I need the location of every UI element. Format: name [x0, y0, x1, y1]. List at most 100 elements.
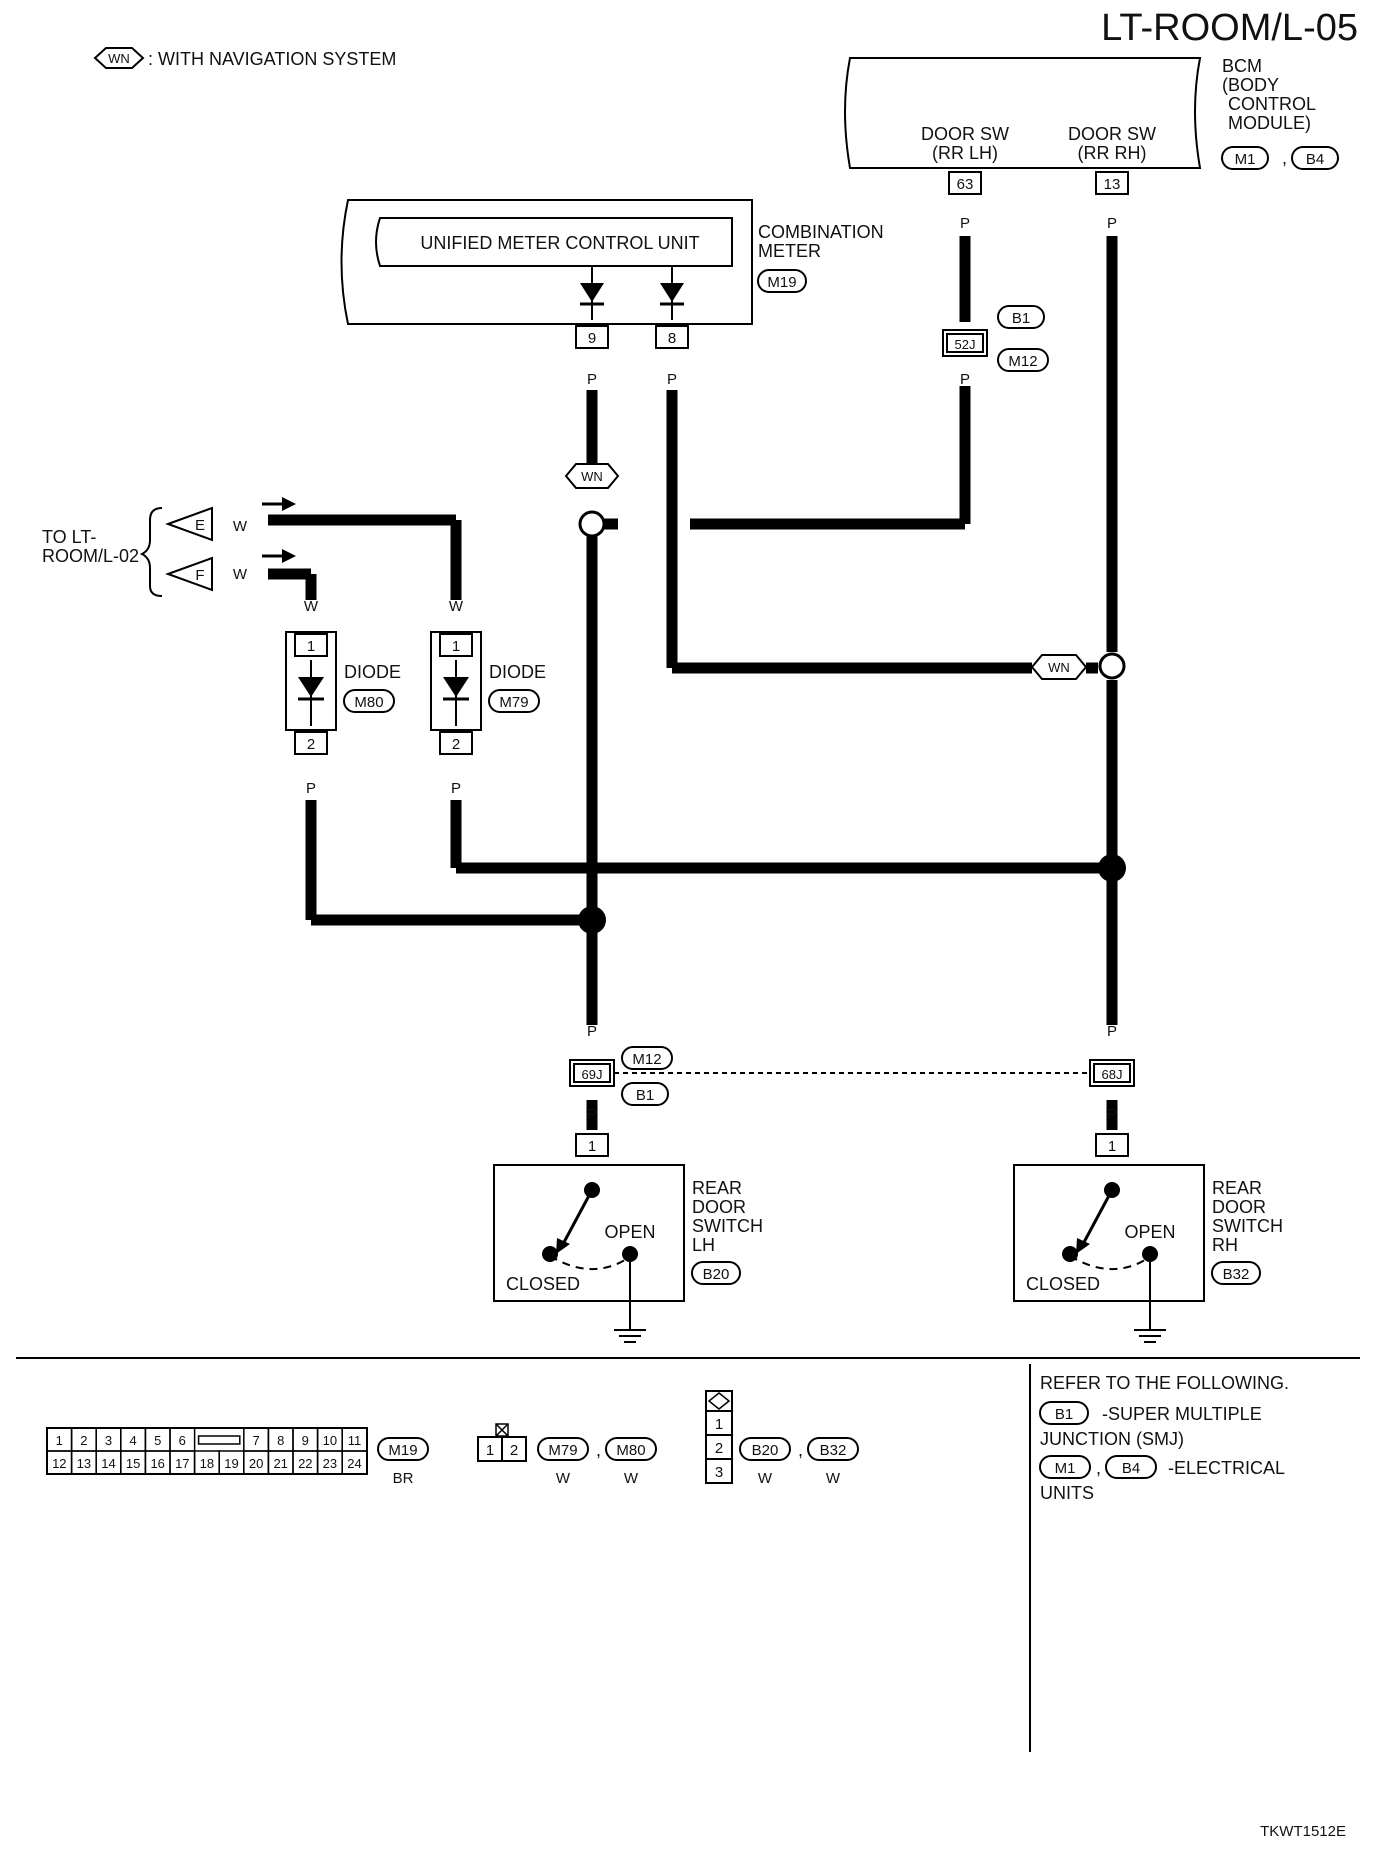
svg-text:B1: B1 [1055, 1406, 1073, 1423]
m19-pin: 11 [348, 1433, 362, 1448]
m19-pin: 17 [175, 1456, 189, 1471]
svg-text:B32: B32 [1223, 1266, 1250, 1283]
svg-text:2: 2 [452, 736, 460, 753]
m19-pin: 6 [179, 1433, 186, 1448]
m19-pin: 2 [80, 1433, 87, 1448]
svg-text:M1: M1 [1235, 151, 1256, 168]
combination-meter: UNIFIED METER CONTROL UNIT COMBINATION M… [340, 199, 884, 349]
m19-pin: 13 [77, 1456, 91, 1471]
svg-text:MODULE): MODULE) [1228, 113, 1311, 133]
svg-text:1: 1 [1108, 1138, 1116, 1155]
svg-text:W: W [826, 1470, 841, 1487]
splice-rh [1098, 854, 1126, 882]
svg-text:(BODY: (BODY [1222, 75, 1279, 95]
svg-text:(RR LH): (RR LH) [932, 143, 998, 163]
svg-text:JUNCTION (SMJ): JUNCTION (SMJ) [1040, 1429, 1184, 1449]
m19-pin: 22 [298, 1456, 312, 1471]
svg-text:DIODE: DIODE [489, 662, 546, 682]
m19-pin: 7 [252, 1433, 259, 1448]
svg-text:52J: 52J [955, 337, 976, 352]
svg-text:1: 1 [588, 1138, 596, 1155]
svg-text:B1: B1 [636, 1087, 654, 1104]
svg-text:13: 13 [1104, 176, 1121, 193]
svg-text:RH: RH [1212, 1235, 1238, 1255]
svg-text:W: W [233, 566, 248, 583]
rear-door-switch-lh: 1 OPEN CLOSED REAR DOOR SWITCH LH B20 [493, 1133, 763, 1343]
legend: WN : WITH NAVIGATION SYSTEM [93, 47, 396, 69]
page-title: LT-ROOM/L-05 [1101, 7, 1358, 49]
svg-text:68J: 68J [1102, 1067, 1123, 1082]
svg-text:69J: 69J [582, 1067, 603, 1082]
svg-text:LH: LH [692, 1235, 715, 1255]
svg-text:M12: M12 [1008, 353, 1037, 370]
svg-text:DOOR SW: DOOR SW [1068, 124, 1156, 144]
bcm-module: DOOR SW (RR LH) DOOR SW (RR RH) BCM (BOD… [844, 56, 1339, 195]
m19-pin: 15 [126, 1456, 140, 1471]
junction-69j: 69J M12 B1 [569, 1046, 673, 1106]
svg-text:F: F [195, 567, 204, 584]
connector-view-switch: 1 2 3 B20 , B32 W W [705, 1390, 859, 1487]
svg-text:1: 1 [486, 1442, 494, 1459]
connector-view-diode: 1 2 M79 , M80 W W [477, 1423, 657, 1487]
svg-text:DIODE: DIODE [344, 662, 401, 682]
m19-pin: 8 [277, 1433, 284, 1448]
bcm-label: BCM [1222, 56, 1262, 76]
svg-text:REFER TO THE FOLLOWING.: REFER TO THE FOLLOWING. [1040, 1373, 1289, 1393]
svg-text:DOOR: DOOR [1212, 1197, 1266, 1217]
svg-text:CLOSED: CLOSED [506, 1274, 580, 1294]
svg-text:WN: WN [581, 469, 603, 484]
svg-text:BR: BR [393, 1470, 414, 1487]
svg-text:P: P [1107, 1106, 1117, 1123]
reference-notes: REFER TO THE FOLLOWING. B1 -SUPER MULTIP… [1039, 1373, 1289, 1503]
svg-text:W: W [304, 598, 319, 615]
svg-text:ROOM/L-02: ROOM/L-02 [42, 546, 139, 566]
diode-m80: 1 2 DIODE M80 [285, 631, 401, 755]
m19-pin: 12 [52, 1456, 66, 1471]
svg-text:TO LT-: TO LT- [42, 527, 96, 547]
m19-pin: 9 [302, 1433, 309, 1448]
svg-text:M80: M80 [354, 694, 383, 711]
wires [268, 236, 1118, 1130]
svg-text:REAR: REAR [1212, 1178, 1262, 1198]
svg-text:9: 9 [588, 330, 596, 347]
svg-text:W: W [624, 1470, 639, 1487]
svg-text:OPEN: OPEN [604, 1222, 655, 1242]
svg-text:1: 1 [452, 638, 460, 655]
svg-text:P: P [1107, 215, 1117, 232]
svg-text:SWITCH: SWITCH [692, 1216, 763, 1236]
svg-text:P: P [1107, 1023, 1117, 1040]
svg-text:CLOSED: CLOSED [1026, 1274, 1100, 1294]
m19-pin: 21 [273, 1456, 287, 1471]
svg-text:P: P [306, 780, 316, 797]
m19-pin: 23 [323, 1456, 337, 1471]
svg-text:WN: WN [108, 51, 130, 66]
m19-pin: 1 [56, 1433, 63, 1448]
m19-pin: 10 [323, 1433, 337, 1448]
wn-tag-lh: WN [564, 463, 620, 489]
svg-text:UNITS: UNITS [1040, 1483, 1094, 1503]
splice-hollow-lh [578, 510, 606, 538]
svg-text:,: , [798, 1440, 803, 1460]
svg-text:,: , [596, 1440, 601, 1460]
svg-text:1: 1 [307, 638, 315, 655]
m19-pin: 20 [249, 1456, 263, 1471]
footer-code: TKWT1512E [1260, 1823, 1346, 1840]
svg-text:B32: B32 [820, 1442, 847, 1459]
svg-text:OPEN: OPEN [1124, 1222, 1175, 1242]
diode-m79: 1 2 DIODE M79 [430, 631, 546, 755]
svg-text:M1: M1 [1055, 1460, 1076, 1477]
svg-text:B1: B1 [1012, 310, 1030, 327]
m19-pin: 24 [347, 1456, 361, 1471]
svg-text:E: E [195, 517, 205, 534]
svg-text:,: , [1096, 1458, 1101, 1478]
m19-pin: 4 [129, 1433, 136, 1448]
svg-text:M12: M12 [632, 1051, 661, 1068]
svg-text:CONTROL: CONTROL [1228, 94, 1316, 114]
svg-text:P: P [451, 780, 461, 797]
svg-text:B4: B4 [1306, 151, 1324, 168]
wn-legend-symbol [93, 47, 145, 69]
svg-text:P: P [667, 371, 677, 388]
svg-text:M19: M19 [388, 1442, 417, 1459]
svg-text:W: W [758, 1470, 773, 1487]
